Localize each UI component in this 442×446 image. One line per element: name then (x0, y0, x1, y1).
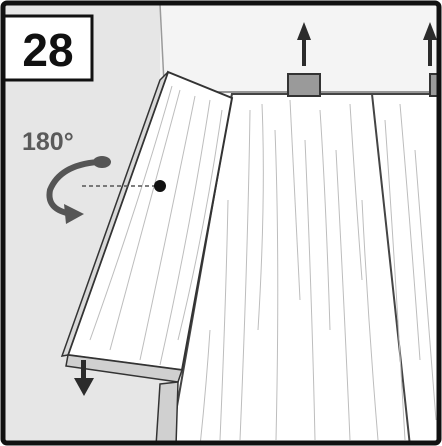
installed-boards (159, 93, 438, 444)
rotation-label: 180° (22, 128, 74, 156)
arrow-up-icon (423, 22, 437, 66)
spacer-block (287, 73, 321, 97)
pivot-point-icon (154, 180, 166, 192)
wood-grain (199, 99, 437, 444)
arrow-down-icon (74, 360, 94, 396)
rotate-arrow-icon (46, 156, 111, 224)
step-number: 28 (22, 24, 73, 76)
tilted-board (60, 70, 234, 444)
step-number-box (4, 14, 94, 82)
spacer-block (429, 73, 438, 97)
arrow-up-icon (297, 22, 311, 66)
